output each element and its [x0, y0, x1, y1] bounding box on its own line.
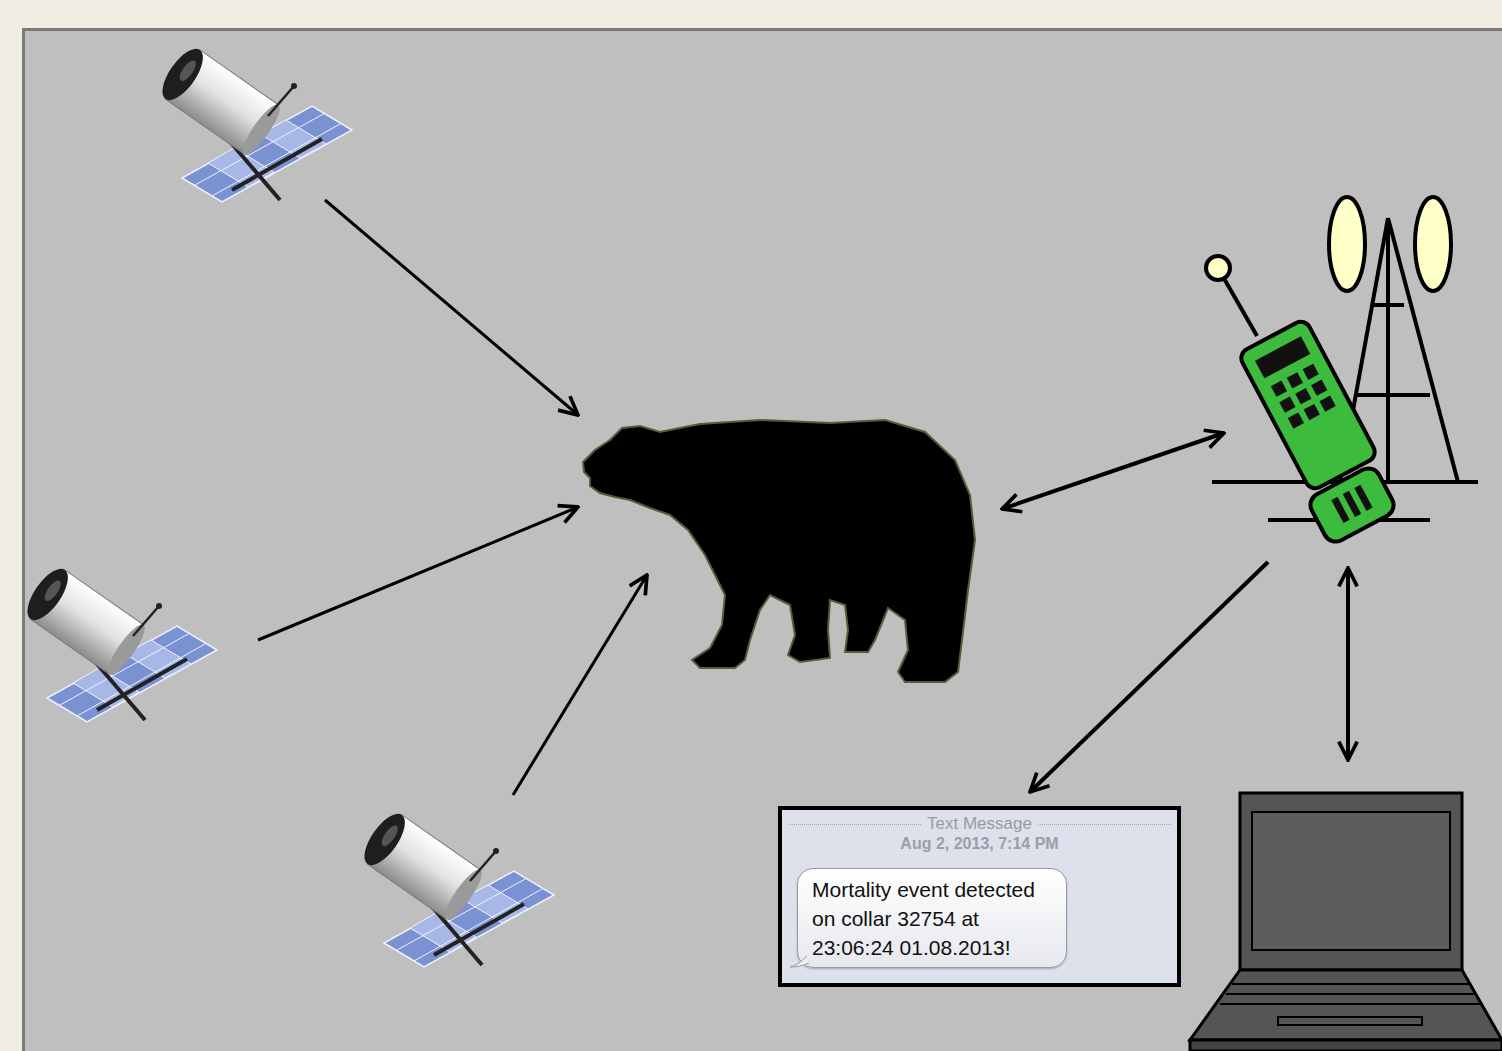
satellite-icon [20, 562, 217, 722]
phone-icon [1206, 256, 1398, 546]
satellite-icon [155, 42, 352, 202]
bear-silhouette [583, 420, 975, 682]
signal-arrow [325, 200, 578, 415]
message-box: Text MessageAug 2, 2013, 7:14 PM Mortalit… [778, 806, 1181, 987]
message-text: Mortality event detected on collar 32754… [812, 875, 1052, 962]
cell-tower [1212, 197, 1478, 520]
satellite-icon [357, 807, 554, 967]
data-link-arrow [1346, 568, 1350, 760]
message-header: Text Message [922, 814, 1037, 834]
bubble-tail-shape [790, 956, 809, 967]
bubble-tail [789, 954, 809, 968]
message-timestamp: Aug 2, 2013, 7:14 PM [900, 834, 1058, 854]
message-bubble: Mortality event detected on collar 32754… [797, 868, 1067, 968]
laptop-icon [1190, 793, 1502, 1051]
signal-arrow [258, 507, 578, 640]
signal-arrow [513, 575, 647, 795]
sms-arrow [1030, 562, 1268, 792]
data-link-arrow [1002, 433, 1224, 509]
